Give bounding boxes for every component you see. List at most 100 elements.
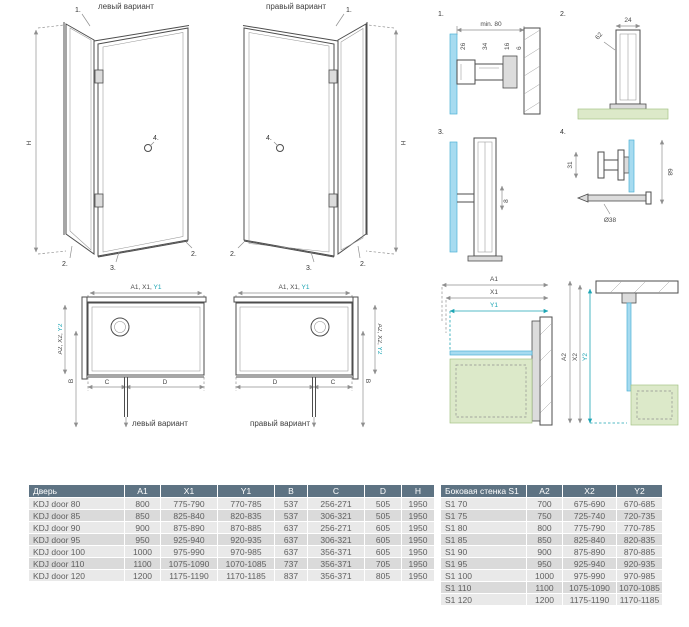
cell: 637 [274, 545, 308, 558]
vertical-profile [615, 29, 641, 105]
cell: 537 [274, 509, 308, 522]
callout-4: 4. [153, 135, 159, 142]
tray-inner-edge [239, 306, 349, 372]
cell: S1 90 [440, 545, 527, 558]
hinge-top [328, 69, 338, 84]
cell: S1 80 [440, 521, 527, 534]
cell: 875-890 [160, 521, 218, 534]
plan-side-dim-teal: Y2 [376, 347, 382, 355]
corner-x2-label: X2 [572, 353, 579, 361]
plan-right-variant-label: правый вариант [250, 419, 310, 428]
side-wall-panel [337, 23, 367, 255]
cell: 970-985 [616, 569, 663, 582]
cell: 870-885 [217, 521, 275, 534]
plan-side-dim-prefix: A2, X2, [376, 324, 382, 347]
corner-detail-door-dims: A1 X1 Y1 [441, 276, 553, 426]
cell: 670-685 [616, 497, 663, 510]
knob-side-view [597, 149, 630, 181]
top-rail [93, 25, 190, 42]
cell: 725-740 [562, 509, 617, 522]
cell: 920-935 [616, 557, 663, 570]
hinge-bottom [94, 193, 104, 208]
cell: KDJ door 100 [28, 545, 125, 558]
drain [110, 317, 130, 337]
iso-h-dim-label: H [26, 140, 33, 145]
callout-leaders [237, 13, 361, 263]
cell: 605 [364, 533, 402, 546]
detail-4-dim-31: 31 [567, 161, 574, 169]
callout-4: 4. [266, 135, 272, 142]
cell: 837 [274, 569, 308, 582]
drain-inner [114, 321, 126, 333]
plan-left-variant-label: левый вариант [132, 419, 188, 428]
corner-a1-label: A1 [490, 276, 498, 283]
bottom-sill [243, 240, 335, 258]
cell: 925-940 [160, 533, 218, 546]
detail-1-dim-34: 34 [482, 42, 489, 50]
plan-side-dim-teal: Y2 [58, 323, 64, 331]
iso-left-variant-label: левый вариант [98, 2, 154, 11]
callout-2b: 2. [191, 251, 197, 258]
door-knob [276, 144, 284, 152]
callout-3: 3. [306, 265, 312, 272]
cell: KDJ door 80 [28, 497, 125, 510]
cell: 850 [124, 509, 161, 522]
column-header: Боковая стенка S1 [440, 484, 527, 498]
cell: 737 [274, 557, 308, 570]
cell: 1000 [526, 569, 563, 582]
cell: S1 70 [440, 497, 527, 510]
detail-1-min-width-dim: min. 80 [480, 21, 502, 28]
cell: 950 [526, 557, 563, 570]
detail-4-dim-diameter: Ø38 [604, 217, 617, 224]
cell: 800 [124, 497, 161, 510]
plan-view-left-variant: A1, X1, Y1 A2, X2, Y2 B C D [58, 284, 207, 428]
column-header: X2 [562, 484, 617, 498]
cell: 820-835 [217, 509, 275, 522]
cell: 975-990 [160, 545, 218, 558]
detail-2-number: 2. [560, 11, 566, 18]
wall-profile [621, 292, 637, 304]
cell: 1000 [124, 545, 161, 558]
plan-side-dims-label: A2, X2, Y2 [376, 324, 382, 355]
column-header: A2 [526, 484, 563, 498]
detail-2-profile-section: 2. 24 62 [560, 11, 669, 120]
cell: 505 [364, 509, 402, 522]
plan-side-dim-prefix: A2, X2, [58, 331, 64, 354]
shower-tray [235, 302, 353, 376]
side-wall-glass-edge [69, 27, 92, 251]
cell: 705 [364, 557, 402, 570]
plan-d-dim-label: D [273, 379, 278, 386]
column-header: H [401, 484, 435, 498]
cell: 700 [526, 497, 563, 510]
corner-a2-label: A2 [561, 353, 568, 361]
shower-tray [87, 302, 205, 376]
corner-detail-side-wall-dims: A2 X2 Y2 [561, 280, 679, 426]
cell: 825-840 [160, 509, 218, 522]
corner-y2-label: Y2 [582, 353, 589, 361]
cell: 1200 [526, 593, 563, 606]
mounting-rod [576, 191, 652, 205]
plan-top-dim-prefix: A1, X1, [279, 284, 302, 291]
cell: 1070-1085 [616, 581, 663, 594]
dimension-lines [573, 139, 665, 215]
column-header: Y1 [217, 484, 275, 498]
detail-4-dim-68: 68 [666, 168, 673, 176]
cell: 637 [274, 533, 308, 546]
detail-3-dim-8: 8 [503, 199, 510, 203]
column-header: C [307, 484, 365, 498]
cell: 950 [124, 533, 161, 546]
cell: 306-321 [307, 509, 365, 522]
cell: 537 [274, 497, 308, 510]
tray-surface [630, 384, 679, 426]
cell: 256-271 [307, 521, 365, 534]
detail-1-dim-26: 26 [460, 42, 467, 50]
extension-lines [441, 287, 447, 333]
cell: 975-990 [562, 569, 617, 582]
cell: S1 85 [440, 533, 527, 546]
cell: 775-790 [160, 497, 218, 510]
cell: 1075-1090 [160, 557, 218, 570]
